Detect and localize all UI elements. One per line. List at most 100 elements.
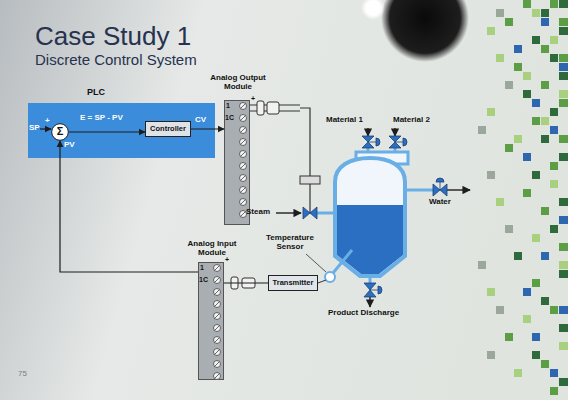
- terminal-screw: [240, 199, 247, 206]
- signal-wire: [300, 108, 310, 176]
- part-label: Temperature Sensor: [258, 234, 322, 251]
- inlet-pipe: [394, 148, 397, 158]
- node-text: Σ: [51, 123, 69, 141]
- terminal-screw: [214, 337, 221, 344]
- water-arrow: [447, 189, 470, 190]
- camera-shadow: [381, 0, 469, 62]
- signal-name: E = SP - PV: [80, 114, 140, 123]
- terminal-screw: [214, 265, 221, 272]
- mosaic-decoration: [487, 9, 568, 377]
- terminal-screw: [240, 139, 247, 146]
- cable-connector: [267, 102, 279, 114]
- leader-line: [306, 254, 326, 272]
- tank-neck: [356, 152, 408, 164]
- terminal-screw: [214, 289, 221, 296]
- terminal-screw: [240, 175, 247, 182]
- valve-actuator: [395, 138, 407, 146]
- signal-connector: [69, 131, 145, 132]
- terminal-screw: [240, 127, 247, 134]
- light-glare: [361, 0, 385, 20]
- part-label: Product Discharge: [328, 309, 418, 318]
- valve-symbol: [389, 136, 401, 148]
- pin-name: +: [251, 95, 259, 103]
- terminal-screw: [214, 373, 221, 380]
- discharge-pipe: [369, 276, 372, 283]
- temperature-sensor: [325, 272, 335, 282]
- node-text: Analog Input Module: [179, 240, 245, 257]
- pin-name: 1C: [199, 276, 213, 284]
- signal-connector: [191, 128, 224, 129]
- mosaic-decoration: [478, 9, 513, 359]
- part-label: Material 2: [393, 116, 443, 125]
- node-text: PLC: [76, 88, 116, 98]
- mosaic-decoration: [505, 0, 568, 395]
- part-label: Water: [429, 198, 469, 207]
- circle-outline: [52, 124, 69, 141]
- terminal-screw: [240, 163, 247, 170]
- tank-vessel: [335, 158, 405, 276]
- signal-name: SP: [29, 124, 43, 133]
- transmitter-box: Transmitter: [268, 275, 318, 291]
- terminal-screw: [240, 187, 247, 194]
- pin-name: 1: [226, 102, 238, 110]
- terminal-screw: [214, 361, 221, 368]
- terminal-screw: [214, 325, 221, 332]
- terminal-screw: [214, 313, 221, 320]
- pin-name: +: [225, 256, 233, 264]
- circle-outline: [51, 123, 69, 141]
- signal-connector: [224, 282, 268, 283]
- signal-cable: [250, 105, 300, 111]
- valve-symbol: [364, 283, 376, 297]
- inlet-pipe: [367, 148, 370, 158]
- sensor-probe: [333, 250, 352, 273]
- cable-connector: [242, 278, 255, 288]
- steam-arrow: [276, 212, 301, 213]
- valve-actuator: [436, 178, 444, 190]
- inlet-arrow: [394, 128, 395, 136]
- cable-connector: [257, 101, 264, 115]
- part-label: Material 1: [326, 116, 376, 125]
- setpoint-arrow: [40, 128, 51, 129]
- analog-output-module: Analog Output Module: [224, 100, 250, 225]
- terminal-screw: [214, 277, 221, 284]
- signal-name: PV: [64, 141, 84, 150]
- terminal-screw: [240, 103, 247, 110]
- pin-name: 1: [200, 264, 212, 272]
- valve-actuator: [370, 286, 382, 294]
- node-text: Controller: [146, 122, 190, 136]
- slide-number: 75: [18, 370, 38, 379]
- control-valve-symbol: [303, 207, 317, 219]
- sensor-wire: [318, 280, 326, 283]
- controller-box: Controller: [145, 121, 191, 137]
- mosaic-decoration: [514, 18, 568, 377]
- valve-symbol: [433, 184, 447, 196]
- tank-liquid: [337, 205, 403, 274]
- node-text: Transmitter: [269, 276, 317, 290]
- inlet-arrow: [367, 128, 368, 136]
- pin-name: 1C: [225, 114, 239, 122]
- terminal-screw: [240, 211, 247, 218]
- terminal-screw: [214, 301, 221, 308]
- valve-stem: [309, 184, 310, 213]
- signal-name: CV: [195, 116, 215, 125]
- valve-actuator: [300, 176, 320, 184]
- part-label: Steam: [246, 208, 278, 217]
- terminal-screw: [214, 349, 221, 356]
- steam-pipe: [317, 212, 336, 215]
- valve-symbol: [362, 136, 374, 148]
- node-text: Analog Output Module: [203, 74, 273, 91]
- cable-connector: [231, 277, 238, 289]
- signal-connector: [60, 141, 198, 272]
- sign-mark: +: [45, 117, 53, 126]
- summing-junction: Σ: [51, 123, 69, 141]
- valve-actuator: [368, 138, 380, 146]
- mosaic-decoration: [514, 0, 568, 386]
- discharge-arrow: [369, 297, 370, 307]
- terminal-screw: [240, 115, 247, 122]
- slide-title: Case Study 1: [35, 22, 191, 50]
- subtitle: Discrete Control System: [35, 52, 295, 68]
- terminal-screw: [240, 151, 247, 158]
- plc-band: PLCΣController: [28, 103, 215, 158]
- analog-input-module: Analog Input Module: [198, 262, 224, 380]
